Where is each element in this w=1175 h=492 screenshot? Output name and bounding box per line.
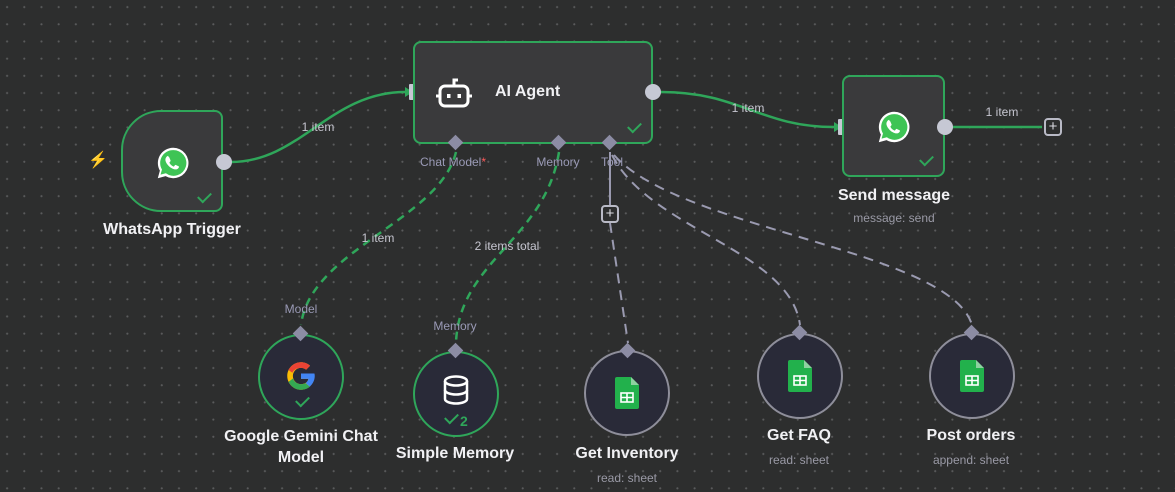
robot-icon (436, 78, 472, 108)
node-get-inventory[interactable] (584, 350, 670, 436)
node-subtitle: append: sheet (932, 453, 1010, 467)
lightning-bolt-icon: ⚡ (88, 152, 108, 169)
run-count: 2 (460, 413, 468, 429)
edge-trigger-to-agent[interactable] (230, 90, 406, 164)
node-title: Post orders (926, 427, 1016, 444)
success-check-icon (627, 118, 642, 134)
port-label-tool: Tool (600, 155, 624, 169)
whatsapp-icon (878, 111, 910, 143)
edge-agent-to-send[interactable] (660, 90, 835, 129)
node-simple-memory[interactable]: 2 (413, 351, 499, 437)
edge-label: 1 item (985, 105, 1019, 119)
node-title: Get FAQ (766, 427, 832, 444)
port-label-memory: Memory (536, 155, 580, 169)
node-title: Send message (837, 187, 951, 204)
node-subtitle: read: sheet (768, 453, 830, 467)
edge-label: 1 item (361, 231, 395, 245)
success-check-icon (444, 409, 459, 425)
node-google-gemini[interactable] (258, 334, 344, 420)
node-title: Get Inventory (575, 445, 679, 462)
success-check-icon (295, 392, 310, 408)
whatsapp-icon (157, 147, 189, 179)
output-port[interactable] (937, 119, 953, 135)
port-label-memory: Memory (433, 319, 477, 333)
node-ai-agent[interactable] (413, 41, 653, 144)
google-icon (287, 362, 315, 390)
node-get-faq[interactable] (757, 333, 843, 419)
node-title: Simple Memory (395, 445, 515, 462)
edge-memory-to-agent[interactable] (454, 151, 561, 343)
edge-gemini-to-agent[interactable] (299, 151, 458, 326)
node-post-orders[interactable] (929, 333, 1015, 419)
google-sheets-icon (615, 377, 639, 409)
port-label-chat-model: Chat Model* (419, 155, 487, 169)
node-subtitle: read: sheet (596, 471, 658, 485)
node-title: Model (277, 449, 325, 466)
output-port[interactable] (645, 84, 661, 100)
edge-label: 2 items total (474, 239, 540, 253)
edge-tool-to-inventory[interactable] (609, 222, 629, 344)
node-subtitle: message: send (853, 211, 935, 225)
add-tool-button[interactable]: + (601, 205, 619, 223)
port-label-model: Model (284, 302, 318, 316)
edge-tool-to-faq[interactable] (611, 154, 801, 326)
database-icon (443, 375, 469, 405)
node-title: AI Agent (495, 83, 561, 100)
output-port[interactable] (216, 154, 232, 170)
edge-label: 1 item (731, 101, 765, 115)
edge-label: 1 item (301, 120, 335, 134)
google-sheets-icon (960, 360, 984, 392)
add-node-button[interactable]: + (1044, 118, 1062, 136)
node-whatsapp-trigger[interactable] (121, 110, 223, 212)
node-title: Google Gemini Chat (224, 428, 378, 445)
google-sheets-icon (788, 360, 812, 392)
success-check-icon (197, 188, 212, 204)
node-send-message[interactable] (842, 75, 945, 177)
edge-tool-to-orders[interactable] (613, 154, 973, 326)
success-check-icon (919, 151, 934, 167)
node-title: WhatsApp Trigger (103, 221, 241, 238)
